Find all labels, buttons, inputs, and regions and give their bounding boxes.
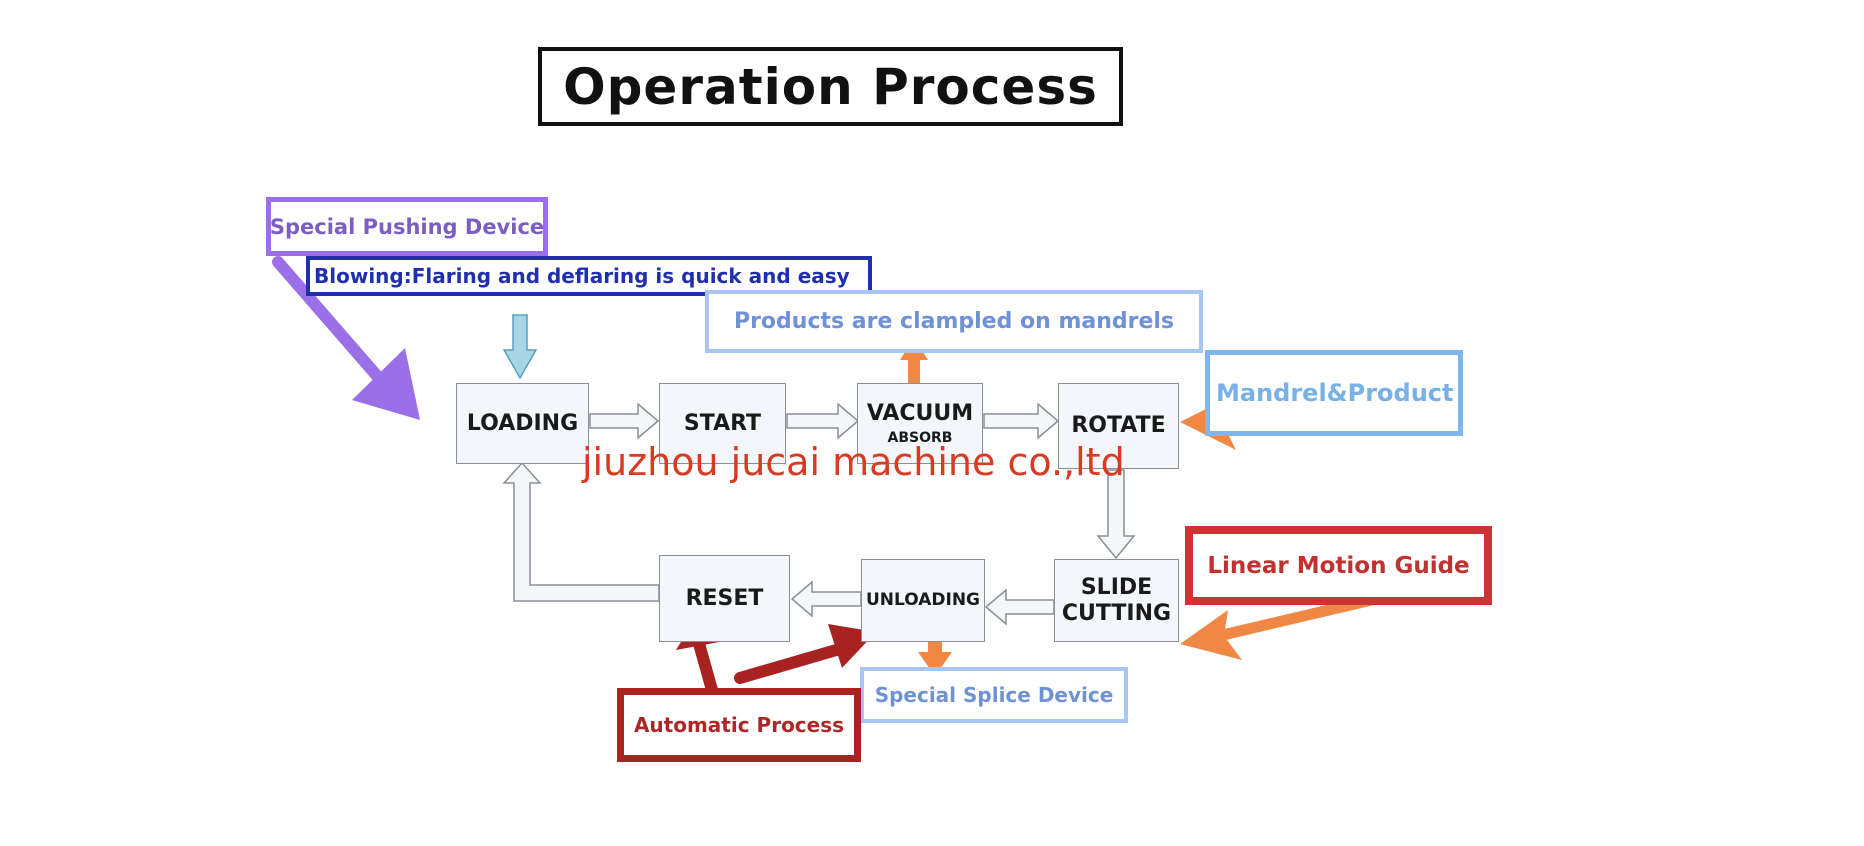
step-slide-label: SLIDE xyxy=(1080,575,1153,601)
step-rotate: ROTATE xyxy=(1058,383,1179,469)
arrow-vacuum-rotate xyxy=(983,402,1060,440)
step-unloading-label: UNLOADING xyxy=(865,589,981,610)
callout-blowing: Blowing:Flaring and deflaring is quick a… xyxy=(306,256,872,296)
step-reset-label: RESET xyxy=(685,585,764,611)
step-rotate-label: ROTATE xyxy=(1071,413,1166,439)
linear-arrow xyxy=(1180,592,1386,660)
arrow-unloading-reset xyxy=(790,580,862,618)
callout-automatic-process: Automatic Process xyxy=(617,688,861,762)
step-vacuum-label: VACUUM xyxy=(866,400,974,426)
arrow-rotate-slide xyxy=(1096,469,1136,560)
step-slide-cutting: SLIDE CUTTING xyxy=(1054,559,1179,642)
callout-mandrel-product: Mandrel&Product xyxy=(1205,350,1463,436)
step-start-label: START xyxy=(683,410,762,436)
step-reset: RESET xyxy=(659,555,790,642)
flow-arrows xyxy=(502,402,1136,626)
callout-special-splice-device: Special Splice Device xyxy=(860,667,1128,723)
arrow-loading-start xyxy=(589,402,660,440)
callout-products-clamped: Products are clampled on mandrels xyxy=(705,290,1203,353)
step-unloading: UNLOADING xyxy=(861,559,985,642)
step-loading: LOADING xyxy=(456,383,589,464)
step-vacuum: VACUUM ABSORB xyxy=(857,383,983,464)
pushing-arrow xyxy=(272,256,420,420)
arrow-start-vacuum xyxy=(786,402,860,440)
blowing-arrow xyxy=(502,314,538,380)
step-vacuum-sublabel: ABSORB xyxy=(887,430,953,447)
arrow-slide-unloading xyxy=(984,588,1055,626)
step-start: START xyxy=(659,383,786,464)
arrow-reset-loading xyxy=(502,461,660,602)
callout-linear-motion-guide: Linear Motion Guide xyxy=(1185,526,1492,605)
callout-pushing-device: Special Pushing Device xyxy=(266,197,548,256)
watermark-text: jiuzhou jucai machine co.,ltd xyxy=(582,440,1125,484)
step-loading-label: LOADING xyxy=(466,410,579,436)
page-title: Operation Process xyxy=(538,47,1123,126)
splice-arrow xyxy=(918,620,952,676)
step-cutting-label: CUTTING xyxy=(1061,600,1172,626)
